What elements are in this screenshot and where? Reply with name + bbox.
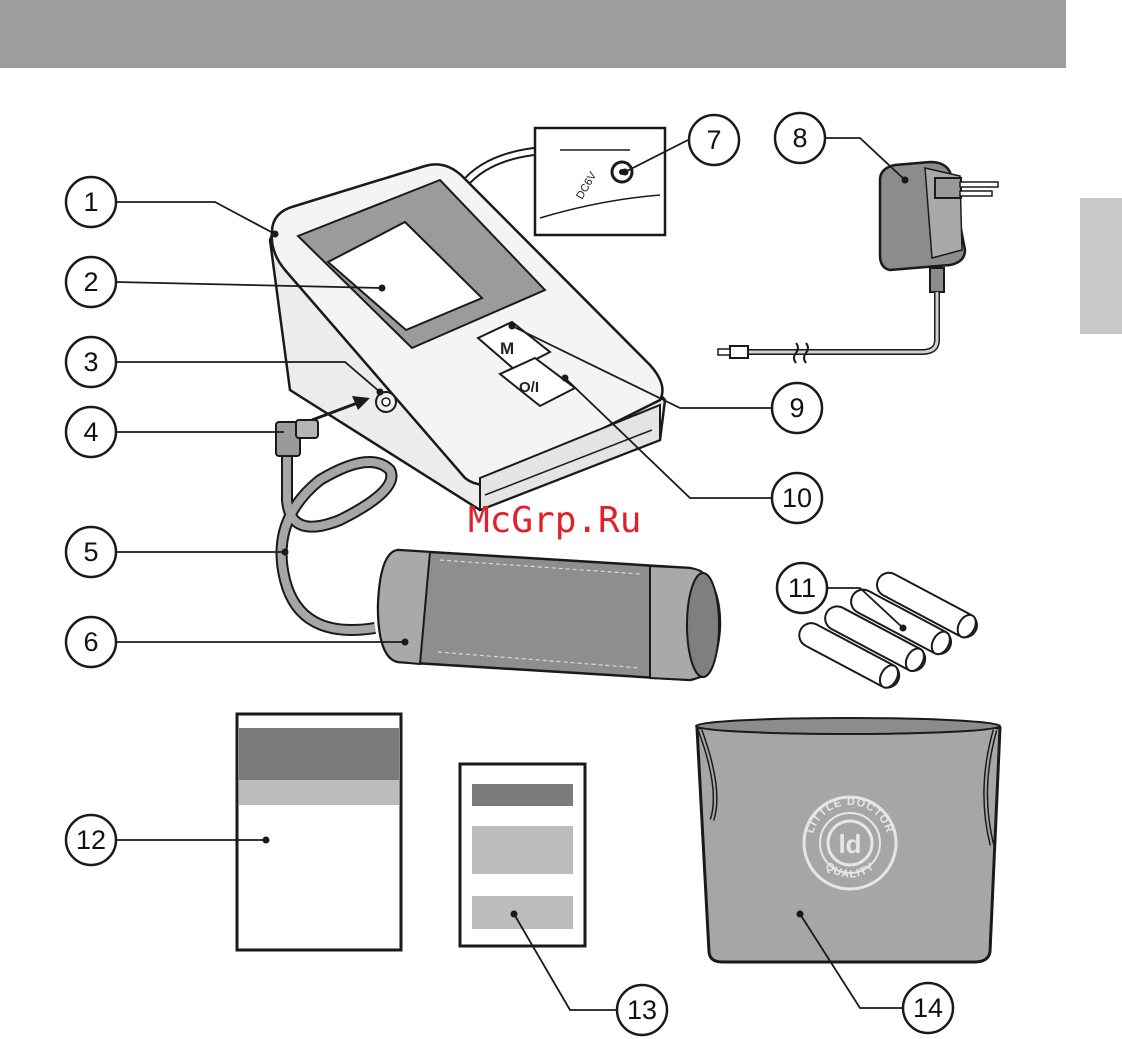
callout-number: 1: [83, 187, 98, 217]
memory-button-label: M: [500, 339, 514, 358]
callout-2: 2: [66, 257, 116, 307]
socket-detail: DC6V: [535, 128, 665, 235]
callout-7: 7: [689, 115, 739, 165]
callout-number: 14: [913, 993, 943, 1023]
callout-1: 1: [66, 177, 116, 227]
callout-number: 3: [83, 347, 98, 377]
callout-number: 13: [627, 995, 657, 1025]
air-tube: [282, 455, 392, 630]
seal-logo: ld: [838, 829, 861, 859]
arm-cuff: [378, 550, 720, 680]
storage-pouch: ld LITTLE DOCTOR QUALITY: [696, 718, 1000, 962]
power-button-label: O/I: [519, 379, 539, 396]
callout-12: 12: [66, 815, 116, 865]
callout-number: 5: [83, 537, 98, 567]
callout-number: 2: [83, 267, 98, 297]
callout-number: 4: [83, 417, 98, 447]
callout-14: 14: [903, 983, 953, 1033]
callout-number: 8: [792, 123, 807, 153]
callout-number: 9: [789, 393, 804, 423]
callout-number: 10: [782, 483, 812, 513]
callout-9: 9: [772, 383, 822, 433]
power-adapter: [718, 162, 998, 363]
callout-number: 12: [76, 825, 106, 855]
callout-13: 13: [617, 985, 667, 1035]
callout-8: 8: [775, 113, 825, 163]
watermark: McGrp.Ru: [468, 500, 641, 541]
callout-4: 4: [66, 407, 116, 457]
callout-number: 6: [83, 627, 98, 657]
callout-3: 3: [66, 337, 116, 387]
callout-number: 11: [788, 573, 816, 603]
warranty-card: [460, 764, 585, 946]
callout-number: 7: [706, 125, 721, 155]
callout-10: 10: [772, 473, 822, 523]
callout-5: 5: [66, 527, 116, 577]
callout-11: 11: [777, 563, 827, 613]
instruction-manual: [237, 714, 401, 950]
callout-6: 6: [66, 617, 116, 667]
tube-connector: [276, 420, 318, 456]
